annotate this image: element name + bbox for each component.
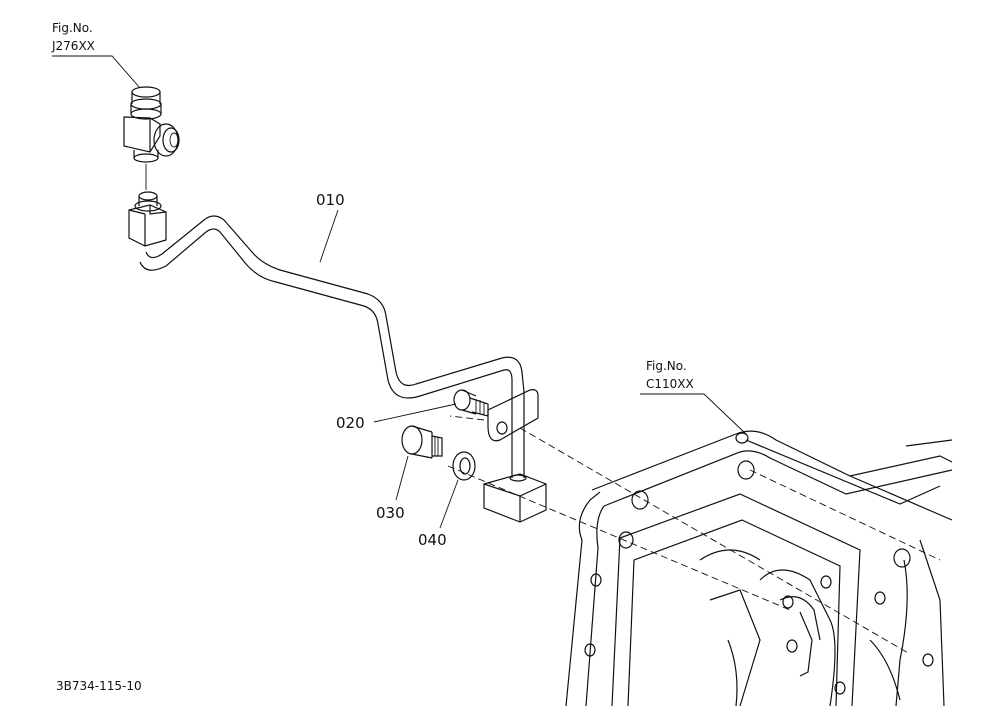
callout-040: 040 (418, 479, 459, 549)
reference-c110xx: Fig.No. C110XX (640, 359, 747, 435)
callout-leader (319, 209, 339, 263)
fig-label: Fig.No. (52, 21, 93, 35)
fig-label: Fig.No. (646, 359, 687, 373)
callout-leader (439, 479, 459, 529)
callout-label: 030 (376, 504, 405, 522)
callout-label: 040 (418, 531, 447, 549)
pipe-block (483, 473, 547, 523)
callout-label: 010 (316, 191, 345, 209)
pipe-010 (139, 215, 525, 478)
pipe-bracket (487, 389, 539, 442)
reference-leader (52, 55, 141, 89)
assembly-lines (447, 415, 941, 655)
reference-j276xx: Fig.No. J276XX (51, 21, 141, 89)
callout-020: 020 (336, 403, 457, 432)
callout-leader (373, 403, 457, 423)
bolt-020 (453, 389, 489, 417)
reference-leader (640, 393, 747, 435)
pipe-nut (128, 191, 167, 247)
bolt-030 (401, 425, 443, 459)
fig-code: J276XX (51, 39, 95, 53)
tee-fitting (123, 86, 180, 190)
washer-040 (452, 451, 476, 481)
fig-code: C110XX (646, 377, 694, 391)
callout-leader (395, 455, 409, 501)
callout-010: 010 (316, 191, 345, 263)
transmission-case (565, 430, 953, 707)
callout-label: 020 (336, 414, 365, 432)
drawing-code: 3B734-115-10 (56, 679, 142, 693)
callout-030: 030 (376, 455, 409, 522)
